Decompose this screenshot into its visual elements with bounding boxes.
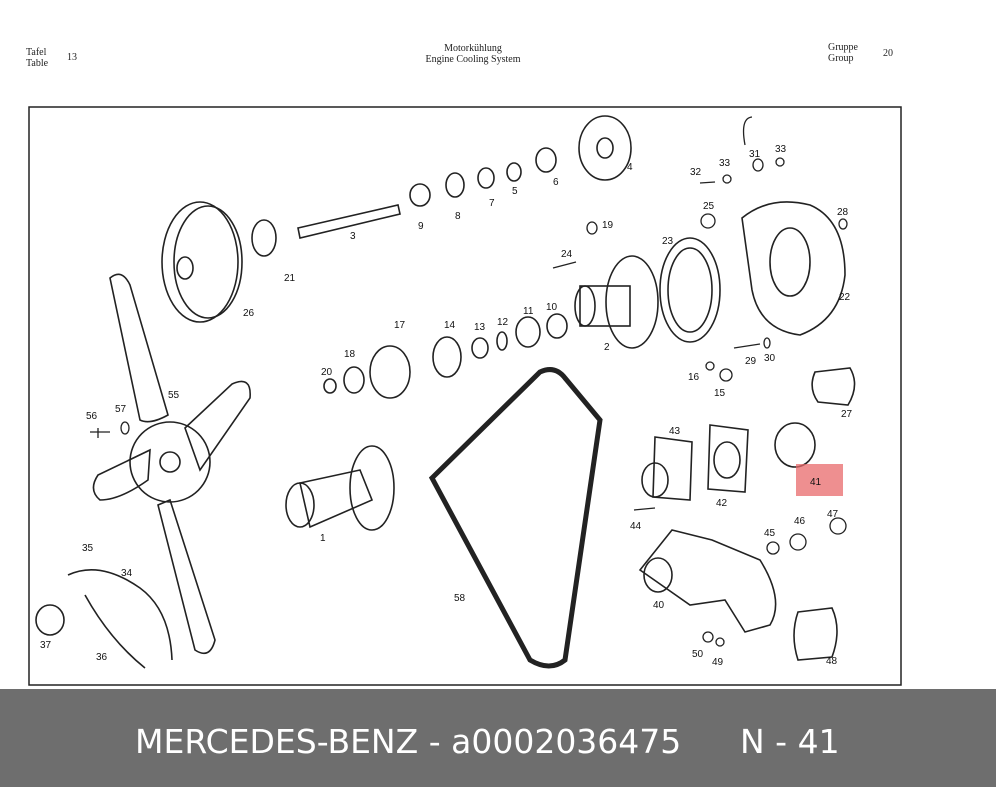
gasket-27 [811,367,856,406]
callout-2: 2 [604,342,610,353]
bearing-housing-part [574,255,659,349]
v-belt [428,367,603,669]
callout-35: 35 [82,543,94,554]
callout-47: 47 [827,509,839,520]
callout-28: 28 [837,207,849,218]
callout-5: 5 [512,186,518,197]
tafel-label-en: Table [26,58,49,69]
callout-32: 32 [690,167,702,178]
callout-12: 12 [497,317,509,328]
seal-rings [409,147,557,207]
group-label-de: Gruppe [828,42,858,53]
callout-40: 40 [653,600,665,611]
callout-labels: 1 2 3 4 5 6 7 8 9 10 11 12 13 14 15 16 1… [40,144,853,668]
callout-58: 58 [454,593,466,604]
exploded-parts-diagram: 1 2 3 4 5 6 7 8 9 10 11 12 13 14 15 16 1… [28,106,902,686]
callout-33a: 33 [719,158,731,169]
diagram-frame [28,106,902,686]
impeller-part [578,115,632,181]
tafel-label: Tafel Table [26,47,48,69]
brand-part-number: MERCEDES-BENZ - a0002036475 [135,722,682,761]
callout-29: 29 [745,356,757,367]
callout-19: 19 [602,220,614,231]
flange-parts [641,422,816,501]
callout-57: 57 [115,404,127,415]
callout-24: 24 [561,249,573,260]
callout-9: 9 [418,221,424,232]
callout-30: 30 [764,353,776,364]
title-de: Motorkühlung [444,43,502,54]
callout-15: 15 [714,388,726,399]
callout-1: 1 [320,533,326,544]
callout-44: 44 [630,521,642,532]
diagram-title: Motorkühlung Engine Cooling System [380,43,566,65]
callout-26: 26 [243,308,255,319]
bearing-parts [323,313,568,399]
callout-22: 22 [839,292,851,303]
callout-37: 37 [40,640,52,651]
callout-20: 20 [321,367,333,378]
fan-blades [92,273,251,655]
callout-21: 21 [284,273,296,284]
part-number-banner: MERCEDES-BENZ - a0002036475 N - 41 [0,689,996,787]
callout-25: 25 [703,201,715,212]
callout-56: 56 [86,411,98,422]
callout-31: 31 [749,149,761,160]
callout-43: 43 [669,426,681,437]
tafel-label-de: Tafel [26,47,47,58]
callout-46: 46 [794,516,806,527]
callout-8: 8 [455,211,461,222]
callout-11: 11 [523,306,534,317]
callout-48: 48 [826,656,838,667]
elbow-housing-part [638,529,838,661]
callout-55: 55 [168,390,180,401]
housing-part [741,201,846,336]
callout-6: 6 [553,177,559,188]
hub-part [251,219,277,257]
hose-parts [35,568,173,669]
callout-18: 18 [344,349,356,360]
callout-4: 4 [627,162,633,173]
callout-45: 45 [764,528,776,539]
water-pump-part [285,445,395,531]
callout-16: 16 [688,372,700,383]
highlight-box [796,464,843,496]
callout-33b: 33 [775,144,787,155]
callout-13: 13 [474,322,486,333]
callout-50: 50 [692,649,704,660]
pulley-part [161,201,243,323]
callout-49: 49 [712,657,724,668]
callout-17: 17 [394,320,406,331]
callout-41: 41 [810,477,822,488]
callout-34: 34 [121,568,133,579]
group-label-en: Group [828,53,854,64]
title-en: Engine Cooling System [425,54,521,65]
group-label: Gruppe Group [828,42,858,64]
callout-23: 23 [662,236,674,247]
callout-10: 10 [546,302,558,313]
fasteners [90,116,848,647]
callout-14: 14 [444,320,456,331]
position-number: N - 41 [740,722,840,761]
gasket-part [659,237,721,343]
table-number: 13 [67,52,77,63]
callout-7: 7 [489,198,495,209]
callout-36: 36 [96,652,108,663]
callout-27: 27 [841,409,853,420]
callout-3: 3 [350,231,356,242]
shaft-part [297,204,401,239]
group-number: 20 [883,48,893,59]
callout-42: 42 [716,498,728,509]
